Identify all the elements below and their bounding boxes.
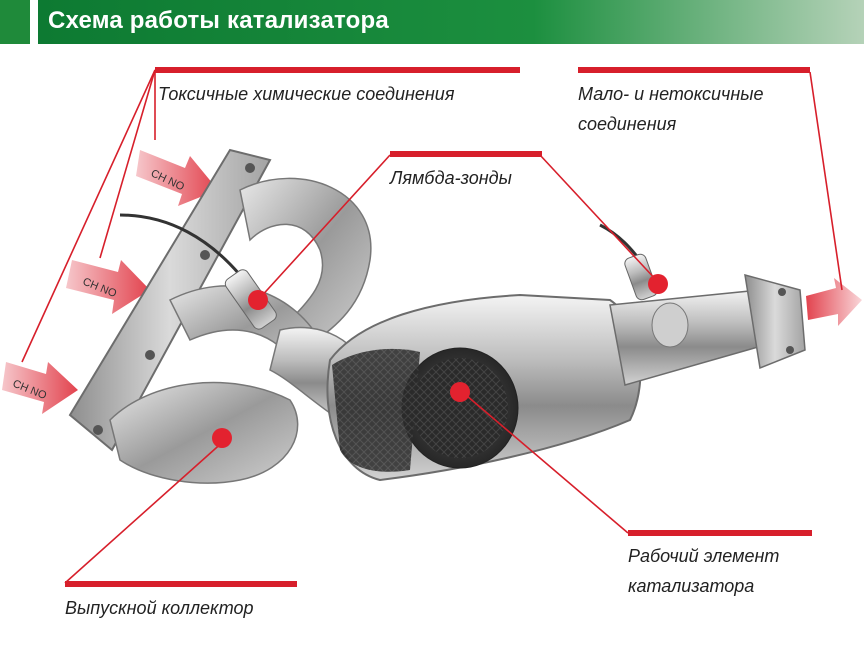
- label-bars: [65, 67, 812, 587]
- inlet-arrow-3: CH NO: [2, 362, 78, 414]
- inlet-arrow-1: CH NO: [136, 150, 218, 206]
- title-accent-block: [0, 0, 30, 44]
- catalytic-converter: [326, 293, 642, 482]
- marker-dots: [212, 274, 668, 448]
- outlet-pipe: [609, 273, 806, 386]
- label-low-toxic-line2: соединения: [578, 114, 677, 134]
- label-toxic-compounds: Токсичные химические соединения: [158, 84, 455, 104]
- label-working-element-line2: катализатора: [628, 576, 755, 596]
- label-lambda-sensors: Лямбда-зонды: [390, 168, 512, 188]
- label-exhaust-manifold: Выпускной коллектор: [65, 598, 254, 618]
- page-title: Схема работы катализатора: [48, 7, 389, 34]
- label-working-element-line1: Рабочий элемент: [628, 546, 780, 566]
- title-bar: Схема работы катализатора: [0, 0, 864, 44]
- inlet-arrow-2: CH NO: [66, 260, 150, 314]
- exhaust-manifold: [68, 148, 372, 484]
- label-low-toxic-line1: Мало- и нетоксичные: [578, 84, 764, 104]
- outlet-arrow: [806, 278, 862, 326]
